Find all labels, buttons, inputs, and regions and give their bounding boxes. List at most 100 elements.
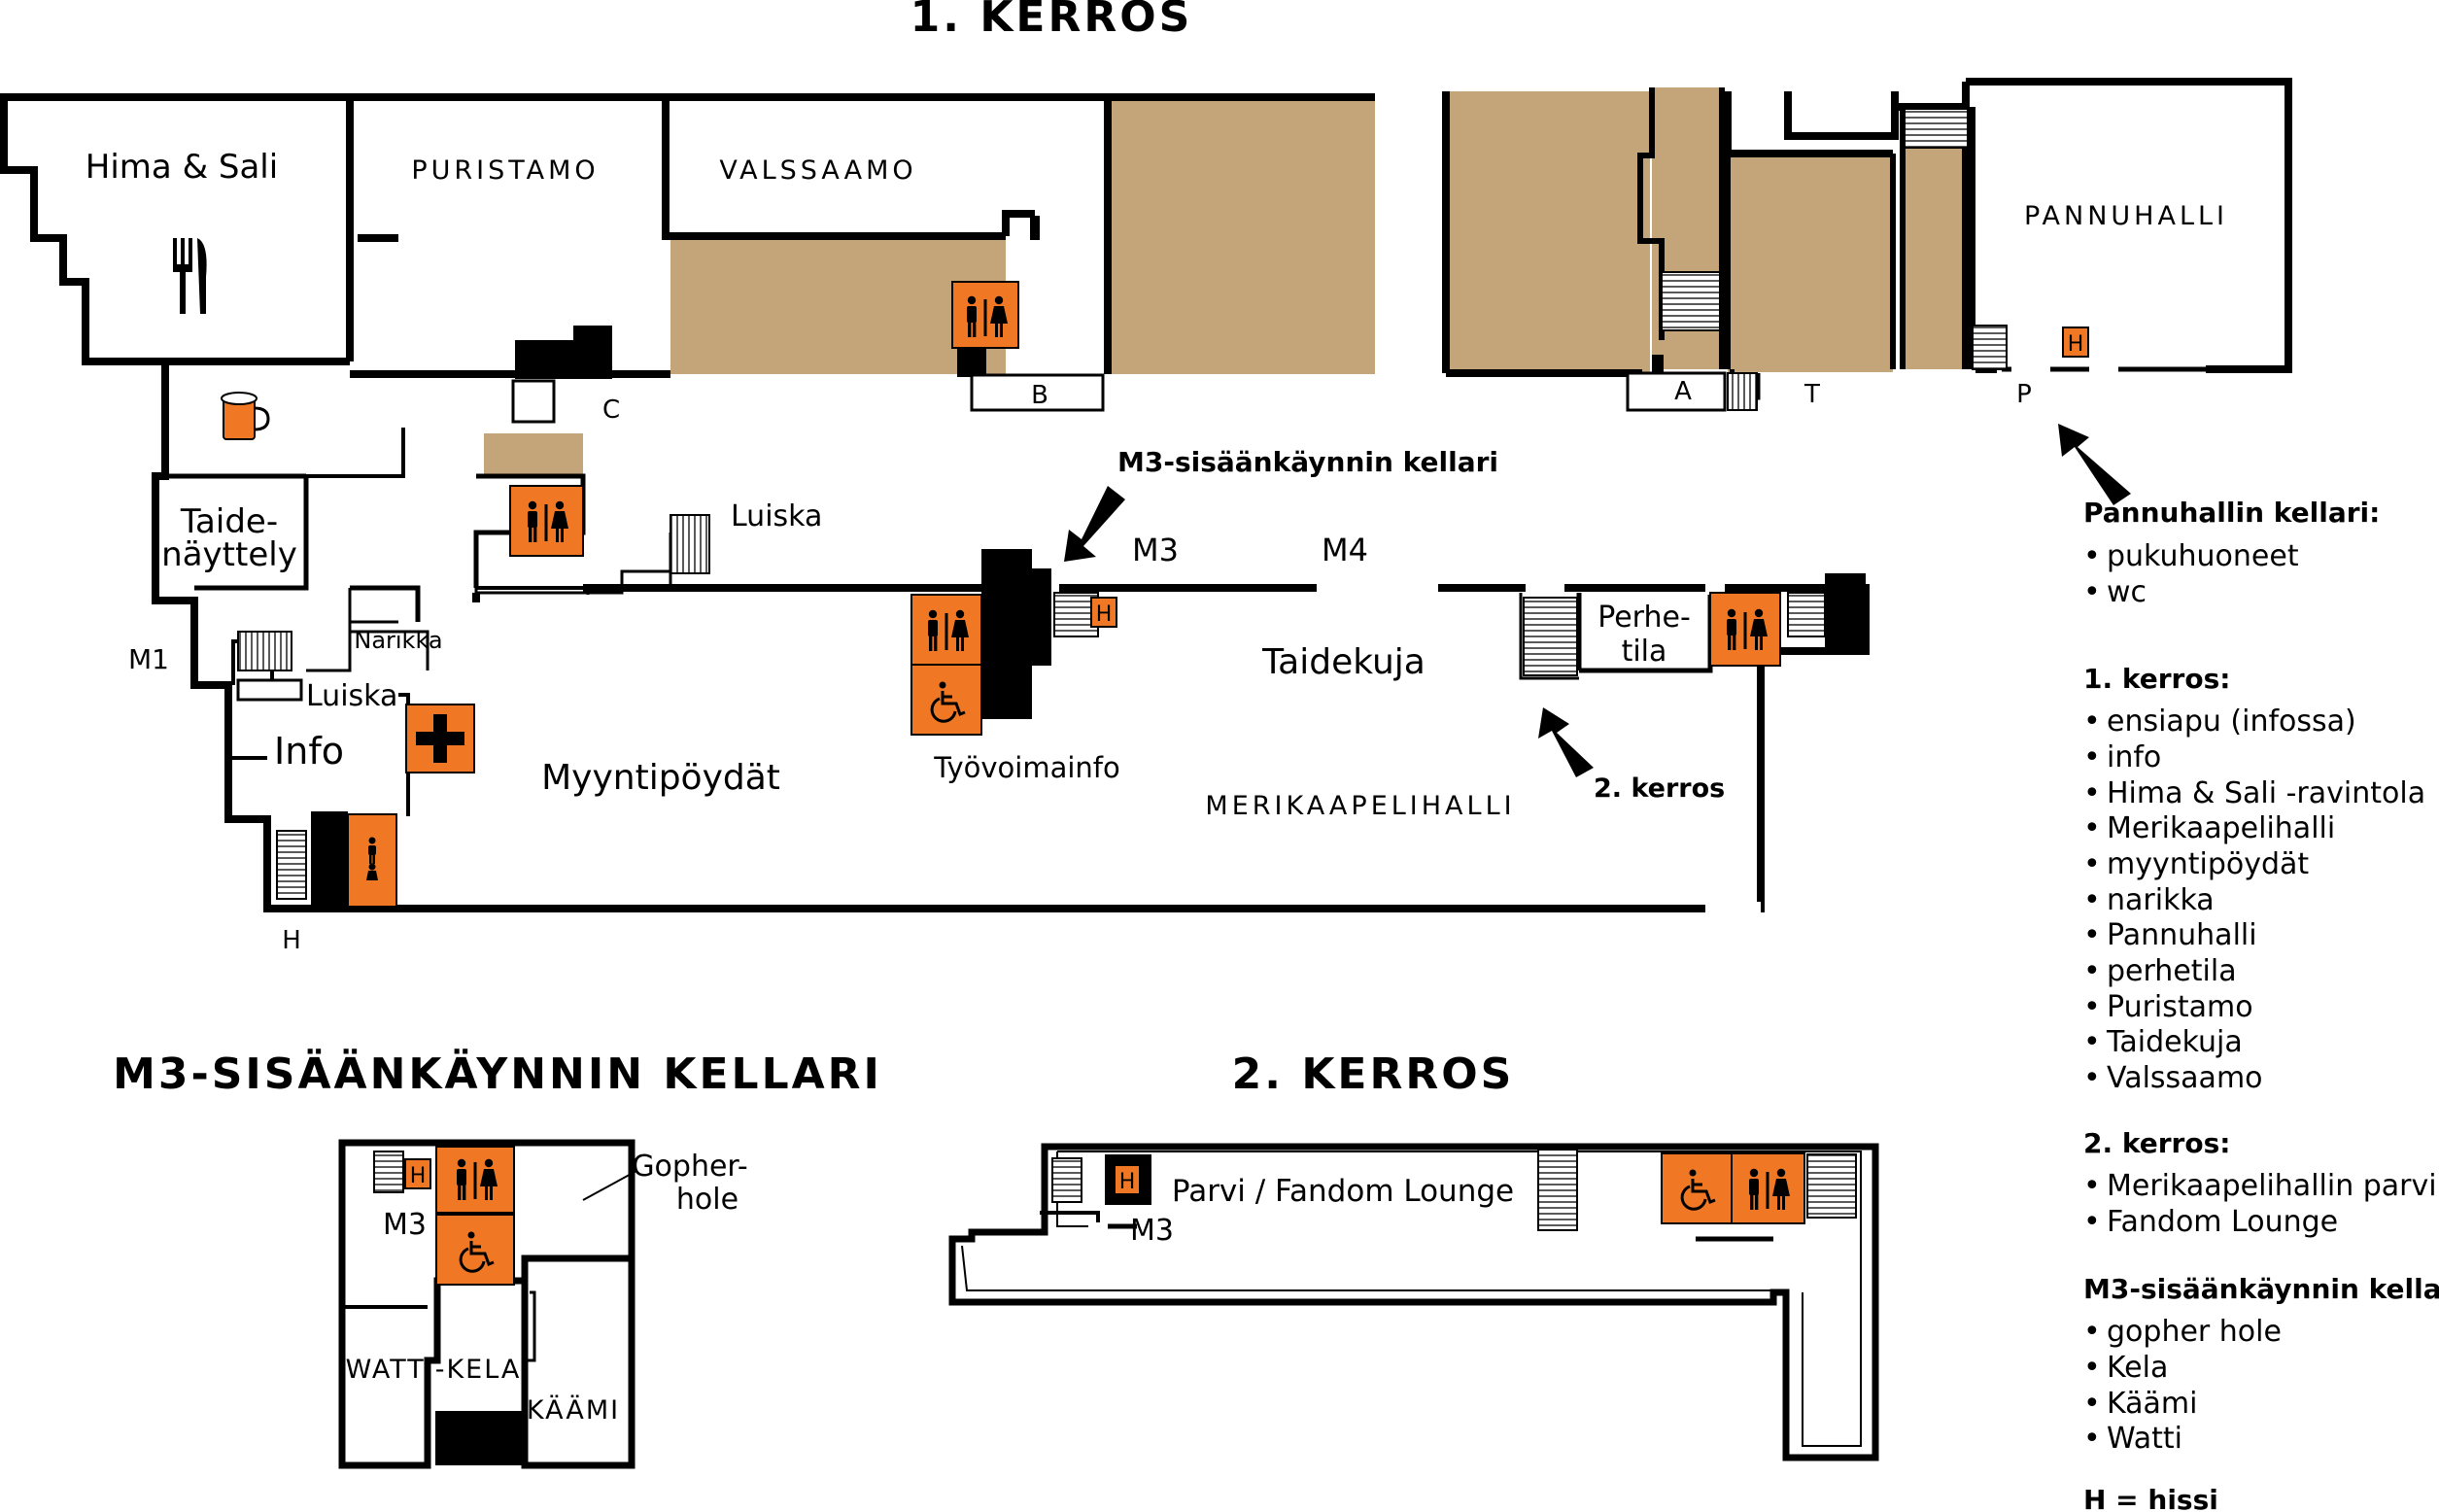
legend-heading-1: 1. kerros: (2083, 663, 2230, 695)
stairs-icon (1523, 597, 1578, 676)
accessible-wc-icon[interactable] (910, 664, 982, 736)
accessible-wc-icon[interactable] (1661, 1152, 1733, 1224)
room-puristamo: PURISTAMO (411, 155, 599, 186)
wc-icon[interactable] (347, 813, 397, 908)
stairs-icon (1787, 592, 1826, 637)
entrance-m3-basement[interactable]: M3 (383, 1208, 427, 1242)
room-pannuhalli: PANNUHALLI (2024, 201, 2228, 231)
legend-item: •gopher hole (2083, 1315, 2282, 1349)
stairs-icon (1806, 1153, 1857, 1219)
legend-item: •Taidekuja (2083, 1025, 2243, 1059)
entrance-a[interactable]: A (1674, 377, 1692, 406)
stairs-icon (373, 1151, 404, 1193)
stairs-icon (276, 830, 307, 900)
floor2-title: 2. KERROS (1232, 1049, 1515, 1099)
legend-item: •perhetila (2083, 954, 2237, 988)
elevator-icon[interactable] (404, 1158, 431, 1189)
floor2-pointer-annotation: 2. kerros (1594, 773, 1725, 804)
elevator-icon[interactable] (1090, 597, 1117, 628)
basement-title: M3-SISÄÄNKÄYNNIN KELLARI (113, 1048, 882, 1099)
room-perhe-1: Perhe- (1597, 601, 1691, 635)
stairs-icon (1904, 108, 1969, 149)
entrance-m4[interactable]: M4 (1322, 532, 1368, 568)
room-merikaapeli: MERIKAAPELIHALLI (1205, 791, 1515, 821)
room-parvi: Parvi / Fandom Lounge (1172, 1174, 1514, 1209)
room-valssaamo: VALSSAAMO (719, 155, 916, 186)
accessible-wc-icon[interactable] (435, 1214, 515, 1286)
structural-block (435, 1411, 523, 1465)
room-info: Info (274, 730, 344, 773)
legend-item: •Merikaapelihalli (2083, 811, 2335, 845)
gopher-pointer (582, 1170, 637, 1201)
structural-blocks (311, 216, 1866, 909)
first-aid-icon[interactable] (405, 704, 475, 773)
floor2-walls (948, 1143, 1879, 1461)
legend-item: •Pannuhalli (2083, 918, 2257, 952)
stairs-icon (237, 631, 292, 671)
stairs-icon (670, 514, 710, 574)
legend-item: •narikka (2083, 883, 2215, 917)
floor1-walls (0, 78, 2292, 912)
stairs-icon (1661, 271, 1721, 331)
room-tyovoima: Työvoimainfo (933, 751, 1119, 784)
entrance-a-box (1626, 371, 1727, 412)
legend-item: •Hima & Sali -ravintola (2083, 776, 2425, 810)
entrance-b-box (970, 373, 1105, 412)
entrance-t[interactable]: T (1803, 380, 1820, 409)
stairs-icon (1537, 1149, 1578, 1231)
legend-heading-3: M3-sisäänkäynnin kellari: (2083, 1273, 2439, 1305)
entrance-b[interactable]: B (1031, 381, 1048, 410)
room-taidekuja: Taidekuja (1261, 642, 1426, 682)
legend-item: •Puristamo (2083, 990, 2253, 1024)
stairs-icon (1727, 372, 1758, 411)
legend-item: •myyntipöydät (2083, 847, 2309, 881)
arrow-icon (1064, 424, 2131, 777)
legend-item: •Fandom Lounge (2083, 1205, 2338, 1239)
entrance-h[interactable]: H (282, 926, 301, 955)
entrance-m3-floor2[interactable]: M3 (1130, 1214, 1174, 1248)
room-gopher-1: Gopher- (632, 1150, 747, 1184)
room-taide-1: Taide- (180, 502, 278, 541)
room-myynti: Myyntipöydät (541, 758, 780, 798)
restaurant-icon (173, 238, 207, 314)
entrance-p[interactable]: P (2016, 380, 2032, 409)
legend-item: •Kela (2083, 1351, 2168, 1385)
legend-item: •pukuhuoneet (2083, 539, 2299, 573)
legend-footer: H = hissi (2083, 1484, 2218, 1512)
closed-areas (484, 87, 1966, 478)
legend-item: •wc (2083, 575, 2147, 609)
entrance-c[interactable]: C (602, 395, 620, 425)
room-perhe-2: tila (1622, 635, 1667, 669)
entrance-m3[interactable]: M3 (1132, 532, 1179, 568)
m3-cellar-annotation: M3-sisäänkäynnin kellari (1117, 446, 1498, 478)
wc-icon[interactable] (1709, 592, 1781, 667)
legend-item: •ensiapu (infossa) (2083, 704, 2356, 739)
room-taide-2: näyttely (161, 535, 297, 574)
legend-item: •Watti (2083, 1422, 2182, 1456)
legend-heading-2: 2. kerros: (2083, 1127, 2230, 1159)
floor1-title: 1. KERROS (910, 0, 1193, 42)
stairs-icon (1051, 1157, 1082, 1203)
elevator-icon[interactable] (1114, 1164, 1141, 1195)
legend-item: •info (2083, 740, 2161, 774)
label-luiska-2: Luiska (306, 679, 397, 713)
wc-icon[interactable] (951, 281, 1019, 349)
room-gopher-2: hole (676, 1183, 739, 1217)
wc-icon[interactable] (1731, 1152, 1805, 1224)
entrance-m1[interactable]: M1 (128, 643, 169, 675)
wc-icon[interactable] (435, 1146, 515, 1214)
wc-icon[interactable] (509, 485, 584, 557)
elevator-icon[interactable] (2062, 326, 2089, 358)
label-luiska-1: Luiska (731, 499, 822, 533)
legend: Pannuhallin kellari: •pukuhuoneet •wc 1.… (2083, 497, 2439, 1512)
legend-heading-0: Pannuhallin kellari: (2083, 497, 2380, 529)
legend-item: •Käämi (2083, 1387, 2197, 1421)
room-hima: Hima & Sali (86, 148, 278, 187)
room-narikka: Narikka (354, 627, 442, 654)
wc-icon[interactable] (910, 594, 982, 666)
luiska-box (236, 678, 303, 702)
cafe-icon (221, 392, 270, 440)
stairs-icon (1972, 325, 2008, 370)
entrance-c-box (511, 379, 556, 424)
